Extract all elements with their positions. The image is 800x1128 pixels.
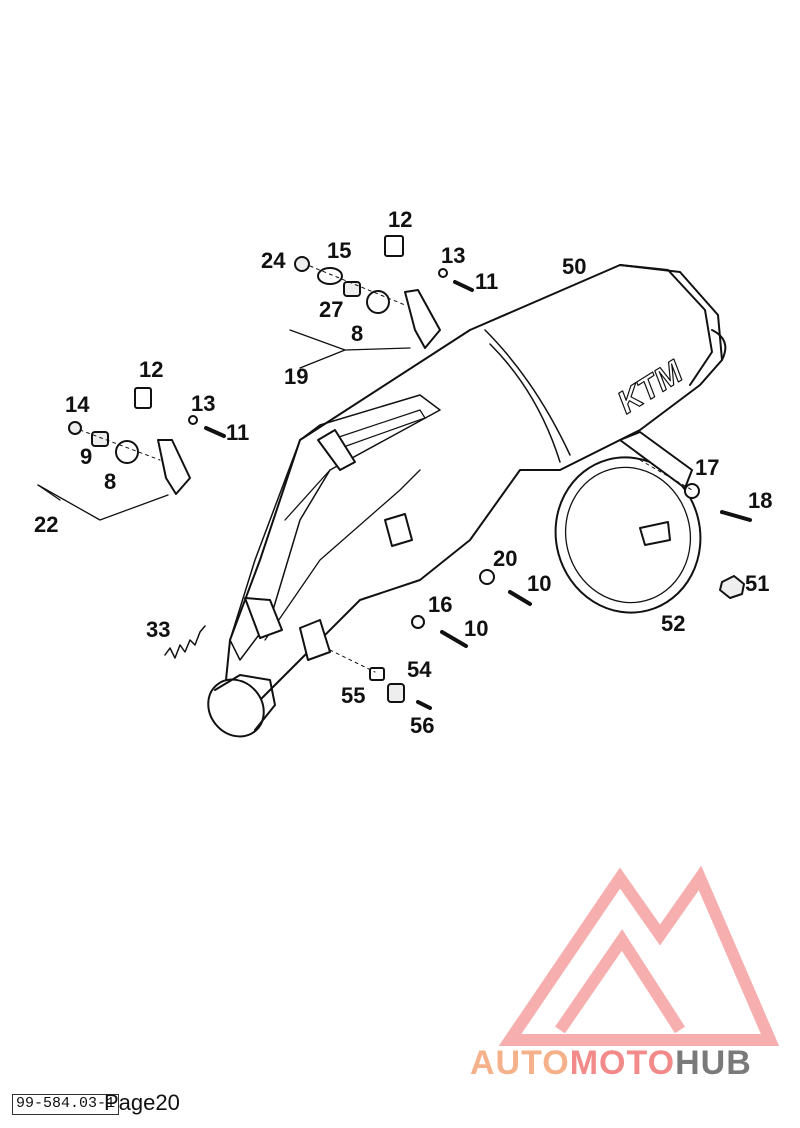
washer-16 (411, 615, 425, 629)
callout-13-lower: 13 (191, 391, 216, 416)
watermark-auto: AUTO (470, 1044, 570, 1082)
bolt-10-upper (508, 590, 532, 606)
heat-shield (229, 394, 441, 661)
watermark-text: AUTOMOTOHUB (470, 1046, 752, 1080)
bolt-18 (720, 510, 752, 522)
callout-17: 17 (695, 455, 720, 480)
grommet-lower (115, 440, 139, 464)
callout-11-lower: 11 (226, 420, 250, 445)
assembly-leader-22b (37, 484, 61, 501)
washer-17 (684, 483, 700, 499)
nut-51 (719, 575, 745, 599)
screw-56 (416, 700, 432, 710)
callout-22: 22 (34, 512, 59, 537)
muffler-clamp-ring-inner (564, 466, 692, 604)
callout-55: 55 (341, 683, 366, 708)
callout-51: 51 (745, 571, 770, 596)
bracket-lower (157, 439, 191, 495)
spacer-27 (343, 281, 361, 297)
mount-tab-lower (244, 597, 283, 639)
callout-10-lower: 10 (464, 616, 489, 641)
nut-24 (294, 256, 310, 272)
callout-13-upper: 13 (441, 243, 466, 268)
muffler-clamp-ring (554, 456, 702, 614)
dashed-guide-4 (639, 459, 693, 491)
clamp-lug-lower (639, 521, 671, 546)
watermark-moto: MOTO (569, 1044, 676, 1082)
assembly-leader-19 (289, 329, 411, 351)
callout-50: 50 (562, 254, 587, 279)
clip-55 (369, 667, 385, 681)
callout-52: 52 (661, 611, 686, 636)
callout-10-upper: 10 (527, 571, 552, 596)
callout-56: 56 (410, 713, 435, 738)
page-number: Page20 (104, 1090, 180, 1115)
callout-12-upper: 12 (388, 207, 413, 232)
callout-8-upper: 8 (351, 321, 364, 346)
callout-20: 20 (493, 546, 518, 571)
callout-14: 14 (65, 392, 90, 417)
watermark-logo (498, 865, 780, 1046)
assembly-leader-22 (37, 484, 169, 521)
bracket-12-upper (384, 235, 404, 257)
callout-16: 16 (428, 592, 453, 617)
muffler-band (484, 329, 571, 463)
callout-19: 19 (284, 364, 309, 389)
callout-54: 54 (407, 657, 432, 682)
callout-8-lower: 8 (104, 469, 117, 494)
bolt-10-lower (440, 630, 468, 648)
mount-tab-mid (384, 513, 413, 547)
clamp-lug (619, 431, 693, 489)
bracket-12-lower (134, 387, 152, 409)
watermark-hub: HUB (675, 1044, 752, 1082)
spacer-lower (91, 431, 109, 447)
callout-12-lower: 12 (139, 357, 164, 382)
callout-15: 15 (327, 238, 352, 263)
assembly-leader-19b (299, 349, 346, 369)
grommet-upper (366, 290, 390, 314)
inlet-pipe-opening (207, 678, 265, 738)
mount-tab-upper (317, 429, 356, 471)
nut-14 (68, 421, 82, 435)
sleeve-54 (387, 683, 405, 703)
inlet-pipe (214, 674, 276, 731)
drawing-number: 99-584.03-1 (12, 1094, 120, 1115)
washer-15 (317, 267, 343, 285)
callout-27: 27 (319, 297, 344, 322)
shield-line (264, 469, 421, 641)
muffler-end-cap (619, 264, 727, 386)
callout-11-upper: 11 (475, 269, 499, 294)
mount-tab-bottom (299, 619, 331, 661)
bolt-11-lower (204, 426, 226, 438)
washer-20 (479, 569, 495, 585)
dashed-guide-1 (309, 265, 406, 306)
dashed-guide-3 (329, 649, 376, 673)
spring (164, 625, 206, 659)
callout-9: 9 (80, 444, 93, 469)
washer-13-lower (188, 415, 198, 425)
callout-18: 18 (748, 488, 773, 513)
washer-13-upper (438, 268, 448, 278)
callout-33: 33 (146, 617, 171, 642)
bracket-upper (404, 289, 441, 349)
dashed-guide-2 (79, 429, 161, 461)
callout-24: 24 (261, 248, 286, 273)
bolt-11-upper (453, 280, 474, 292)
